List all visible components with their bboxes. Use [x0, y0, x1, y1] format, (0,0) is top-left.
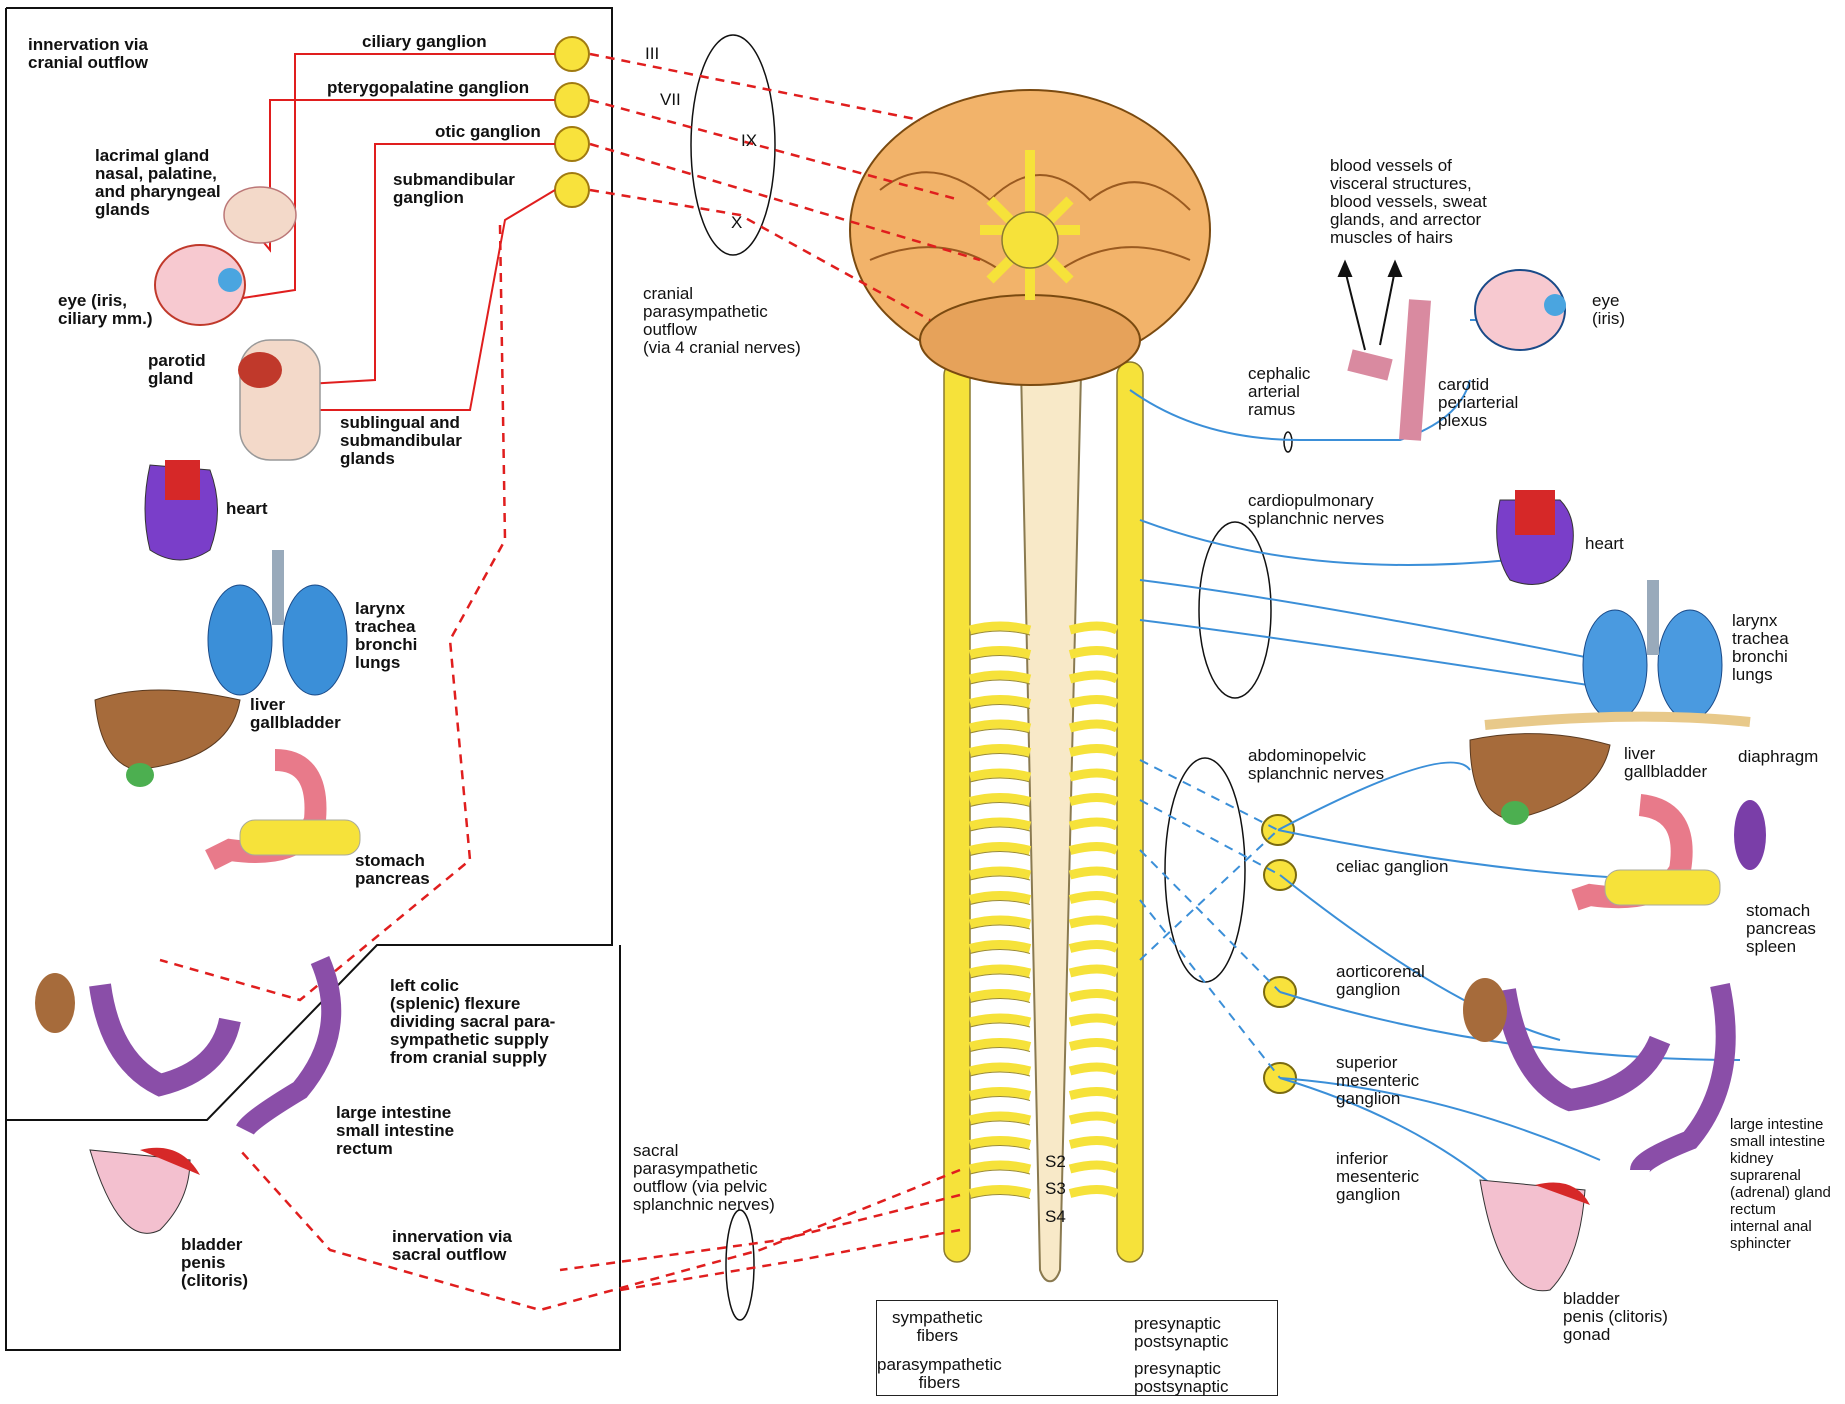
lungs-right-illustration	[1583, 580, 1722, 720]
label-innervation-sacral: innervation via sacral outflow	[392, 1228, 512, 1264]
legend-sympathetic-label: sympathetic fibers	[892, 1309, 983, 1345]
label-otic-ganglion: otic ganglion	[435, 123, 541, 141]
label-bladder-right: bladder penis (clitoris) gonad	[1563, 1290, 1668, 1344]
face-illustration	[224, 187, 296, 243]
legend-sympathetic-types: presynaptic postsynaptic	[1134, 1315, 1229, 1351]
eye-left-illustration	[155, 245, 245, 325]
label-bladder-left: bladder penis (clitoris)	[181, 1236, 248, 1290]
heart-right-illustration	[1497, 490, 1574, 585]
label-parotid-gland: parotid gland	[148, 352, 206, 388]
label-superior-mesenteric: superior mesenteric ganglion	[1336, 1054, 1419, 1108]
label-heart-right: heart	[1585, 535, 1624, 553]
label-liver-right: liver gallbladder	[1624, 745, 1707, 781]
ganglion-otic	[555, 127, 589, 161]
label-large-intestine-right: large intestine small intestine kidney s…	[1730, 1116, 1831, 1252]
cephalic-ramus-oval	[1284, 432, 1292, 452]
legend-parasympathetic-label: parasympathetic fibers	[877, 1356, 1002, 1392]
label-aorticorenal-ganglion: aorticorenal ganglion	[1336, 963, 1425, 999]
label-abdominopelvic: abdominopelvic splanchnic nerves	[1248, 747, 1384, 783]
label-cephalic-ramus: cephalic arterial ramus	[1248, 365, 1310, 419]
liver-left-illustration	[95, 690, 240, 787]
label-ciliary-ganglion: ciliary ganglion	[362, 33, 487, 51]
sympathetic-presynaptic-fibers	[1140, 760, 1280, 1078]
bladder-left-illustration	[90, 1148, 200, 1234]
label-sublingual-glands: sublingual and submandibular glands	[340, 414, 462, 468]
label-liver-left: liver gallbladder	[250, 696, 341, 732]
label-lacrimal-gland: lacrimal gland nasal, palatine, and phar…	[95, 147, 221, 219]
stomach-right-illustration	[1575, 800, 1766, 905]
sympathetic-chain-left	[944, 362, 970, 1262]
colon-left-illustration	[35, 973, 230, 1085]
ganglion-submandibular	[555, 173, 589, 207]
label-stomach-right: stomach pancreas spleen	[1746, 902, 1816, 956]
sympathetic-chain-right	[1117, 362, 1143, 1262]
label-diaphragm: diaphragm	[1738, 748, 1818, 766]
liver-right-illustration	[1470, 734, 1610, 825]
label-larynx-left: larynx trachea bronchi lungs	[355, 600, 417, 672]
spinal-cord	[1020, 306, 1082, 1281]
label-nerve-VII: VII	[660, 91, 681, 109]
legend-parasympathetic-types: presynaptic postsynaptic	[1134, 1360, 1229, 1396]
label-cardiopulmonary: cardiopulmonary splanchnic nerves	[1248, 492, 1384, 528]
eye-right-illustration	[1475, 270, 1566, 350]
label-s2: S2	[1045, 1153, 1066, 1171]
label-nerve-IX: IX	[741, 132, 757, 150]
legend: sympathetic fibers parasympathetic fiber…	[876, 1300, 1278, 1396]
heart-left-illustration	[145, 460, 218, 560]
label-cranial-outflow: cranial parasympathetic outflow (via 4 c…	[643, 285, 801, 357]
label-large-intestine-left: large intestine small intestine rectum	[336, 1104, 454, 1158]
diaphragm-illustration	[1485, 717, 1750, 725]
label-eye-left: eye (iris, ciliary mm.)	[58, 292, 153, 328]
label-nerve-III: III	[645, 45, 659, 63]
arrows-blood-vessels	[1339, 262, 1401, 350]
lungs-left-illustration	[208, 550, 347, 695]
label-blood-vessels: blood vessels of visceral structures, bl…	[1330, 157, 1487, 247]
ganglion-pterygopalatine	[555, 83, 589, 117]
label-colic-flexure: left colic (splenic) flexure dividing sa…	[390, 977, 555, 1067]
stomach-left-illustration	[210, 760, 360, 860]
colon-right-illustration	[1463, 978, 1660, 1100]
label-celiac-ganglion: celiac ganglion	[1336, 858, 1448, 876]
label-submandibular-ganglion: submandibular ganglion	[393, 171, 515, 207]
label-stomach-left: stomach pancreas	[355, 852, 430, 888]
ganglion-ciliary	[555, 37, 589, 71]
parotid-illustration	[238, 340, 320, 460]
label-larynx-right: larynx trachea bronchi lungs	[1732, 612, 1789, 684]
sacral-ellipse	[726, 1210, 754, 1320]
label-carotid-plexus: carotid periarterial plexus	[1438, 376, 1518, 430]
label-pterygopalatine-ganglion: pterygopalatine ganglion	[327, 79, 529, 97]
label-innervation-cranial: innervation via cranial outflow	[28, 36, 148, 72]
large-intestine-right-illustration	[1640, 985, 1726, 1170]
label-heart-left: heart	[226, 500, 268, 518]
label-s3: S3	[1045, 1180, 1066, 1198]
large-intestine-left-illustration	[245, 960, 331, 1130]
bladder-right-illustration	[1480, 1180, 1590, 1291]
label-eye-right: eye (iris)	[1592, 292, 1625, 328]
label-nerve-X: X	[731, 214, 742, 232]
abdominopelvic-ellipse	[1165, 758, 1245, 982]
label-inferior-mesenteric: inferior mesenteric ganglion	[1336, 1150, 1419, 1204]
label-s4: S4	[1045, 1208, 1066, 1226]
label-sacral-outflow: sacral parasympathetic outflow (via pelv…	[633, 1142, 775, 1214]
